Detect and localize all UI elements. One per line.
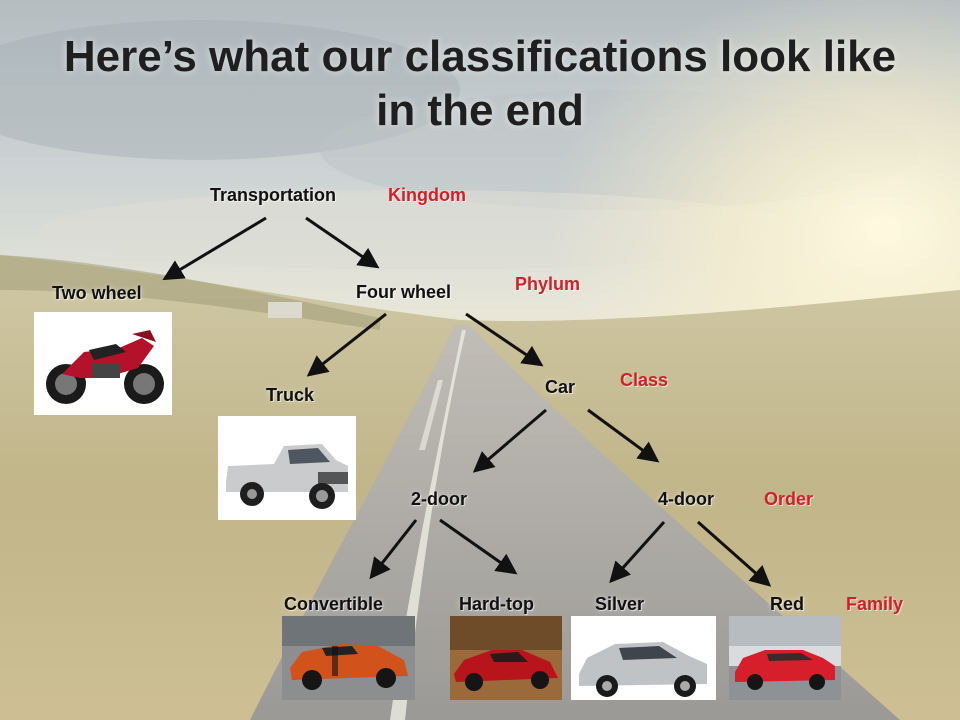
node-hard-top: Hard-top — [459, 594, 534, 614]
node-four-wheel: Four wheel — [356, 282, 452, 302]
arrow-to-car — [465, 312, 544, 367]
node-truck: Truck — [266, 385, 315, 405]
red-sedan-photo — [729, 616, 841, 700]
slide-title: Here’s what our classifications look lik… — [63, 32, 897, 135]
node-silver: Silver — [595, 594, 645, 614]
arrow-to-red — [697, 520, 772, 587]
arrow-to-four-wheel — [305, 216, 380, 269]
arrow-to-four-door — [587, 408, 660, 463]
node-four-door: 4-door — [658, 489, 714, 509]
node-two-wheel: Two wheel — [52, 283, 142, 303]
node-car: Car — [545, 377, 576, 397]
node-transportation: Transportation — [210, 185, 337, 205]
rank-kingdom: Kingdom — [388, 185, 466, 205]
node-red: Red — [770, 594, 805, 614]
orange-convertible-photo — [282, 616, 415, 700]
rank-family: Family — [846, 594, 904, 614]
arrow-to-silver — [609, 520, 666, 584]
rank-phylum: Phylum — [515, 274, 581, 294]
red-hardtop-coupe-photo — [450, 616, 562, 700]
arrow-to-two-door — [472, 408, 547, 473]
arrow-to-truck — [306, 312, 387, 377]
pickup-truck-photo — [218, 416, 356, 520]
arrow-to-convertible — [369, 519, 418, 580]
arrow-to-two-wheel — [162, 216, 267, 281]
arrow-to-hard-top — [439, 518, 518, 575]
node-convertible: Convertible — [284, 594, 384, 614]
node-two-door: 2-door — [411, 489, 467, 509]
motorcycle-photo — [34, 312, 172, 415]
rank-order: Order — [764, 489, 814, 509]
rank-class: Class — [620, 370, 669, 390]
silver-sedan-photo — [571, 616, 716, 700]
